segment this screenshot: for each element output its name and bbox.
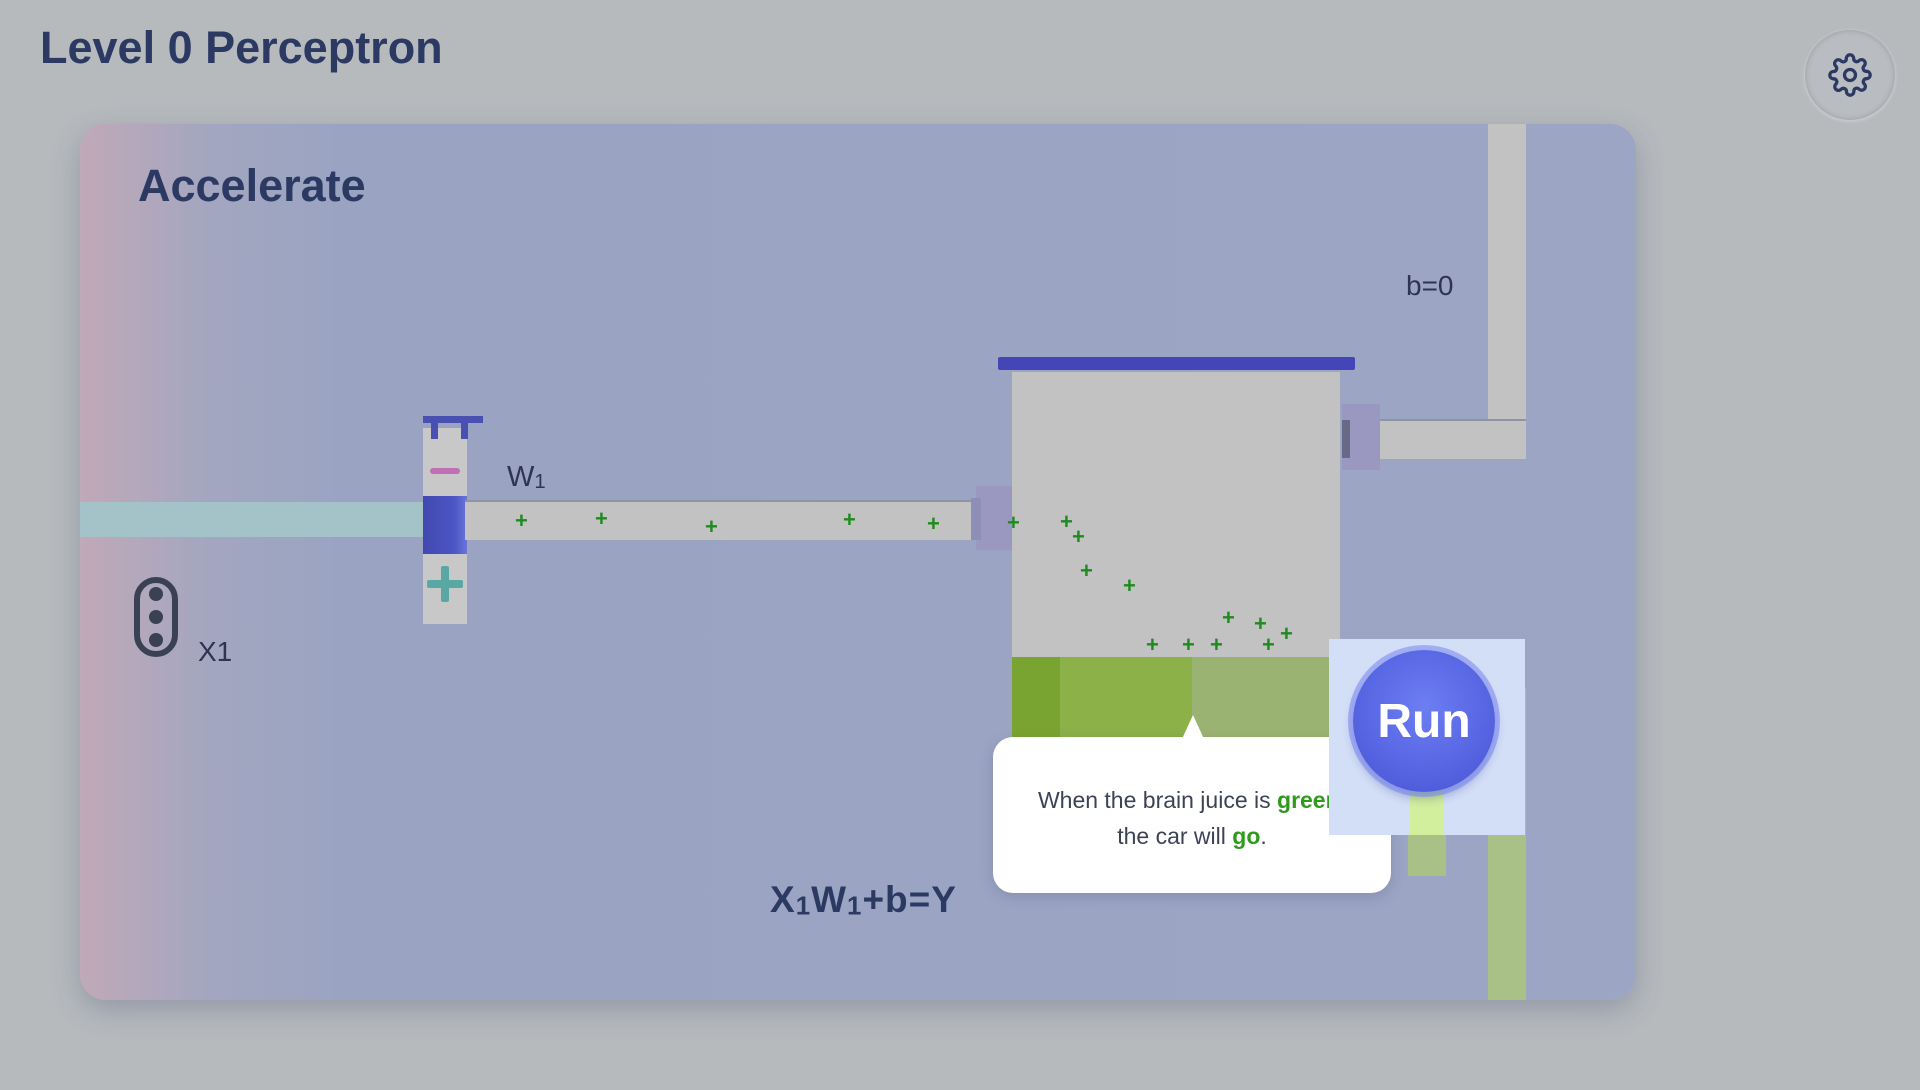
plus-droplet-icon: + xyxy=(1080,558,1093,583)
minus-icon xyxy=(430,468,460,474)
page-title: Level 0 Perceptron xyxy=(40,22,443,73)
plus-droplet-icon: + xyxy=(927,511,940,536)
plus-droplet-icon: + xyxy=(1210,632,1223,657)
plus-droplet-icon: + xyxy=(843,507,856,532)
input-label: X1 xyxy=(198,636,233,667)
input-pipe xyxy=(80,502,427,537)
weight-label: W1 xyxy=(507,461,546,494)
output-pipe xyxy=(1408,835,1446,876)
tooltip-arrow xyxy=(1182,715,1204,739)
plus-droplet-icon: + xyxy=(705,514,718,539)
plus-droplet-icon: + xyxy=(1060,509,1073,534)
hint-tooltip: When the brain juice is green, the car w… xyxy=(993,715,1391,893)
plus-droplet-icon: + xyxy=(1254,611,1267,636)
plus-droplet-icon: + xyxy=(1146,632,1159,657)
weight-valve xyxy=(423,416,483,626)
bias-label: b=0 xyxy=(1406,270,1454,301)
settings-button[interactable] xyxy=(1805,30,1895,120)
valve-handle-leg xyxy=(431,421,438,439)
valve-handle-leg xyxy=(461,421,468,439)
valve-plug xyxy=(423,496,467,554)
tank-lid xyxy=(998,357,1355,370)
traffic-light-icon xyxy=(134,577,178,657)
perceptron-equation: X1W1+b=Y xyxy=(770,879,957,921)
gear-icon xyxy=(1828,53,1872,97)
plus-droplet-icon: + xyxy=(1222,605,1235,630)
highlight-go: go xyxy=(1232,823,1261,849)
plus-droplet-icon: + xyxy=(1123,573,1136,598)
increase-weight-button[interactable] xyxy=(425,564,465,604)
valve-handle xyxy=(423,416,483,423)
run-button[interactable]: Run xyxy=(1353,650,1495,792)
plus-droplet-icon: + xyxy=(595,506,608,531)
bias-pipe xyxy=(1488,124,1526,457)
level-title: Accelerate xyxy=(138,160,366,211)
plus-droplet-icon: + xyxy=(1072,524,1085,549)
main-pipe xyxy=(465,500,985,540)
pipe-connector xyxy=(976,486,1012,550)
plus-droplet-icon: + xyxy=(1007,510,1020,535)
plus-droplet-icon: + xyxy=(515,508,528,533)
plus-droplet-icon: + xyxy=(1182,632,1195,657)
level-card: Accelerate X1 W1 b=0 xyxy=(80,124,1636,1000)
decrease-weight-button[interactable] xyxy=(427,456,463,486)
brain-juice xyxy=(1012,657,1340,737)
brain-tank xyxy=(998,357,1355,739)
plus-droplet-icon: + xyxy=(1262,632,1275,657)
plus-droplet-icon: + xyxy=(1280,621,1293,646)
